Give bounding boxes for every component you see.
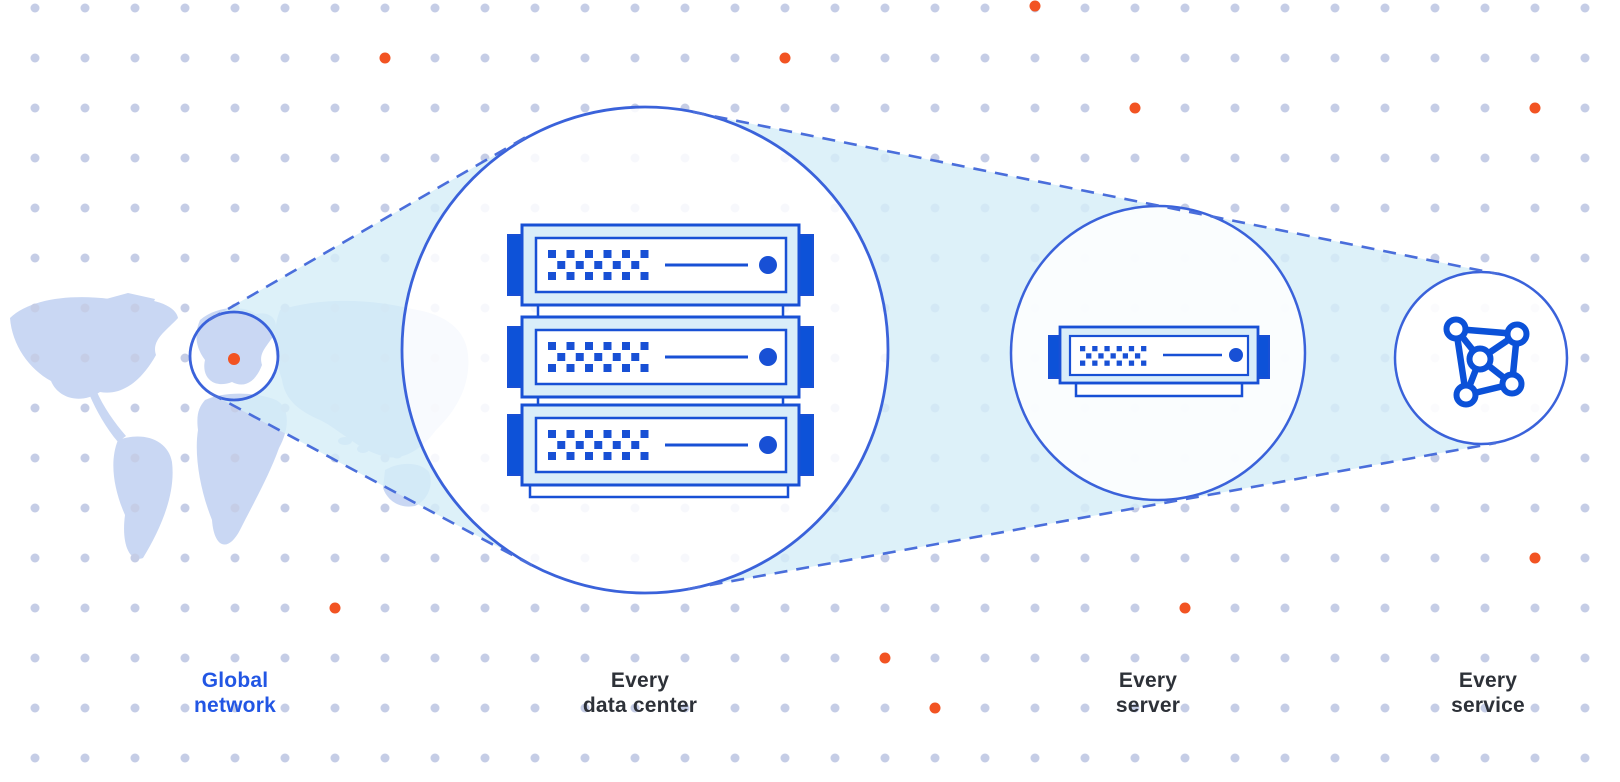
- label-line: server: [1115, 694, 1181, 717]
- server-rack-icon: [508, 225, 813, 499]
- accent-dot: [379, 52, 391, 64]
- accent-dot: [329, 602, 341, 614]
- label-line: service: [1451, 694, 1525, 717]
- stage-label-every-server: Every server: [1058, 668, 1238, 718]
- accent-dot: [1129, 102, 1141, 114]
- label-line: Every: [610, 669, 670, 692]
- server-icon: [1048, 325, 1270, 398]
- map-highlight-circle: [188, 310, 280, 402]
- stage-label-global-network: Global network: [155, 668, 315, 718]
- label-line: network: [194, 694, 276, 717]
- accent-dot: [929, 702, 941, 714]
- label-line: data center: [582, 694, 698, 717]
- accent-dot: [1529, 552, 1541, 564]
- accent-dot: [1529, 102, 1541, 114]
- network-graph-icon: [1443, 316, 1530, 408]
- label-line: Global: [201, 669, 269, 692]
- accent-dots: [329, 0, 1541, 714]
- zoom-dashed-lines: [208, 110, 1499, 591]
- accent-dot: [879, 652, 891, 664]
- stage-label-every-service: Every service: [1398, 668, 1578, 718]
- label-line: Every: [1458, 669, 1518, 692]
- label-line: Every: [1118, 669, 1178, 692]
- accent-dot: [1179, 602, 1191, 614]
- accent-dot: [779, 52, 791, 64]
- zoom-beam-left: [212, 139, 530, 564]
- map-marker-dot: [228, 353, 240, 365]
- stage-label-every-data-center: Every data center: [540, 668, 740, 718]
- accent-dot: [1029, 0, 1041, 12]
